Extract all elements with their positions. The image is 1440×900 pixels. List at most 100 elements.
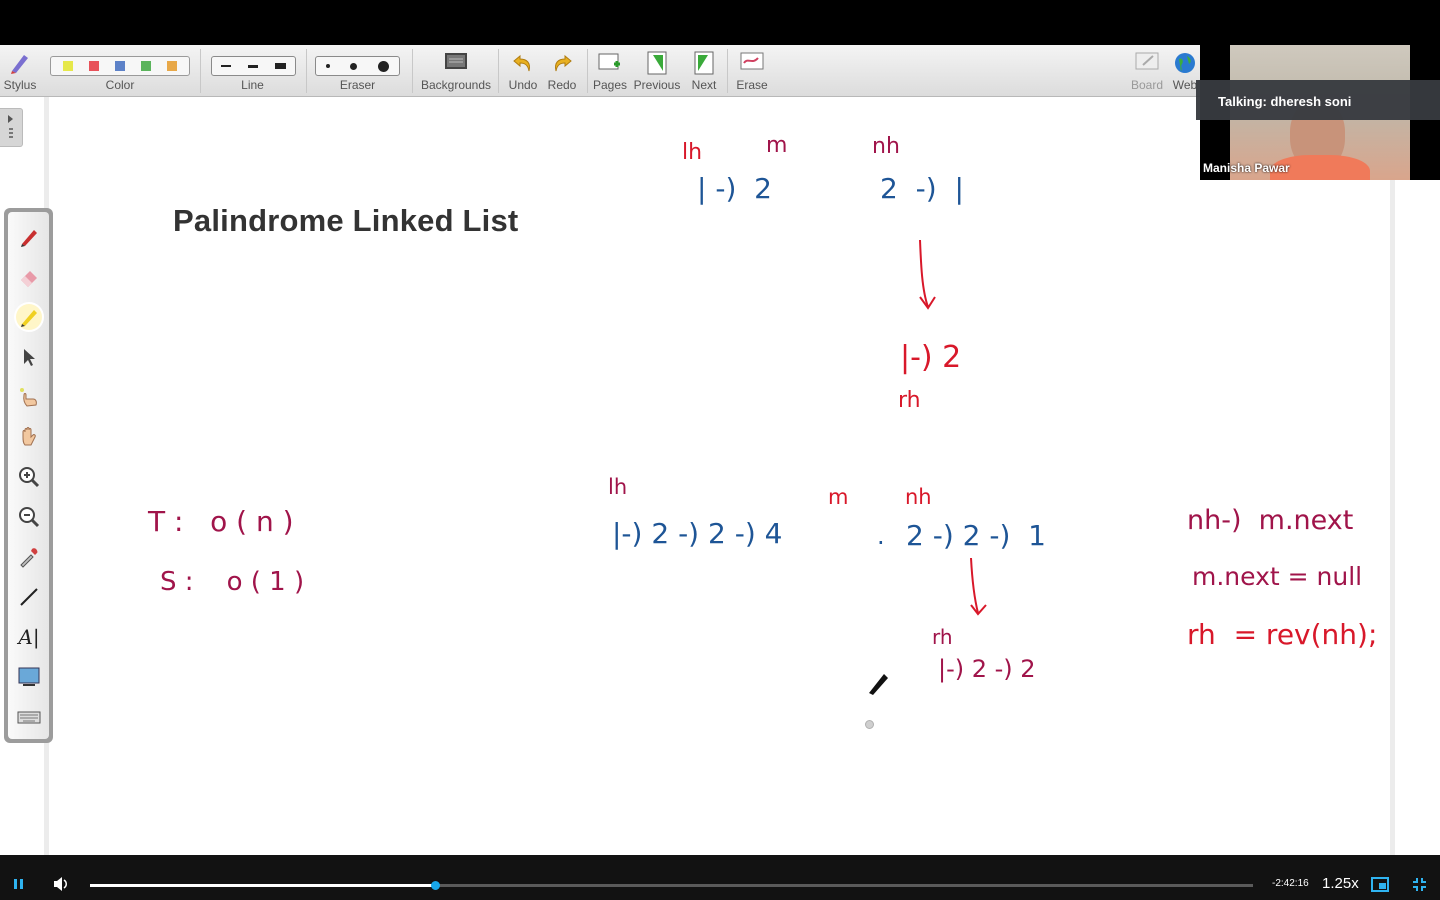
zoom-out-tool[interactable] [16, 504, 42, 530]
color-swatch-orange[interactable] [167, 61, 177, 71]
rh-label-bottom: rh [932, 625, 953, 649]
whiteboard-canvas[interactable] [0, 97, 1440, 855]
zoom-in-tool[interactable] [16, 464, 42, 490]
bottom-second-half: 2 -) 2 -) 1 [906, 519, 1046, 552]
next-button[interactable]: Next [686, 45, 722, 96]
highlighter-tool[interactable] [16, 304, 42, 330]
eraser-icon [21, 271, 37, 287]
line-thin-option[interactable] [220, 65, 231, 67]
step-1: nh-) m.next [1187, 505, 1354, 536]
color-swatches[interactable] [50, 56, 190, 76]
stylus-icon [11, 55, 28, 74]
pages-button[interactable]: Pages [591, 45, 629, 96]
toolbar-divider [200, 49, 201, 93]
backgrounds-icon [445, 53, 467, 69]
pages-icon [598, 53, 620, 70]
participant-shoulders [1270, 155, 1370, 180]
eyedropper-icon [20, 548, 38, 568]
pause-icon[interactable] [12, 877, 26, 891]
eraser-palette-tool[interactable] [16, 264, 42, 290]
tool-palette: A| [4, 208, 53, 743]
lh-label-bottom: lh [608, 475, 628, 499]
expand-arrow-icon [8, 115, 13, 138]
color-swatch-red[interactable] [89, 61, 99, 71]
line-draw-tool[interactable] [16, 584, 42, 610]
keyboard-icon [17, 711, 41, 724]
previous-button[interactable]: Previous [632, 45, 682, 96]
redo-button[interactable]: Redo [542, 45, 582, 96]
exit-fullscreen-icon[interactable] [1412, 877, 1427, 892]
nh-label-top: nh [872, 134, 900, 159]
seek-bar[interactable] [90, 881, 1253, 890]
step-2: m.next = null [1192, 562, 1363, 591]
eraser-large-option[interactable] [377, 60, 389, 72]
cursor-arrow-icon [24, 349, 35, 366]
toolbar-divider [727, 49, 728, 93]
redo-icon [555, 54, 572, 72]
screen-capture-icon [18, 667, 40, 686]
web-button[interactable]: Web [1170, 45, 1200, 96]
m-label-top: m [766, 133, 788, 158]
seek-bar-played [90, 884, 436, 887]
zoom-in-icon [19, 467, 40, 488]
talking-indicator: Talking: dheresh soni [1196, 80, 1440, 120]
line-width-selector[interactable] [211, 56, 296, 76]
top-left-list: | -) 2 [697, 172, 772, 205]
volume-icon[interactable] [52, 876, 70, 892]
color-picker-tool[interactable] [16, 544, 42, 570]
toolbar-divider [412, 49, 413, 93]
undo-button[interactable]: Undo [503, 45, 543, 96]
line-tool[interactable]: Line [205, 45, 300, 96]
top-reversed-list: |-) 2 [900, 340, 962, 375]
erase-button[interactable]: Erase [731, 45, 773, 96]
bottom-down-arrow [970, 557, 987, 616]
color-swatch-green[interactable] [141, 61, 151, 71]
canvas-right-edge [1390, 175, 1395, 855]
space-complexity: S : o ( 1 ) [160, 567, 305, 597]
bottom-reversed-list: |-) 2 -) 2 [938, 655, 1036, 683]
time-complexity: T : o ( n ) [148, 505, 294, 538]
undo-icon [513, 54, 530, 72]
text-a-icon: A| [18, 625, 40, 649]
hand-icon [22, 427, 36, 446]
color-swatch-blue[interactable] [115, 61, 125, 71]
board-button[interactable]: Board [1127, 45, 1167, 96]
toolbar-divider [587, 49, 588, 93]
stylus-tool[interactable]: Stylus [0, 45, 40, 96]
color-tool[interactable]: Color [45, 45, 195, 96]
highlighter-icon [21, 310, 37, 327]
keyboard-tool[interactable] [16, 704, 42, 730]
line-thick-option[interactable] [275, 63, 287, 69]
pen-tool[interactable] [16, 224, 42, 250]
eraser-small-option[interactable] [326, 64, 331, 68]
top-right-list: 2 -) | [880, 172, 964, 205]
select-tool[interactable] [16, 344, 42, 370]
whiteboard-toolbar: Stylus Color Line Eraser Backgrounds [0, 45, 1200, 97]
picture-in-picture-icon[interactable] [1371, 877, 1389, 892]
eraser-medium-option[interactable] [350, 62, 358, 70]
backgrounds-button[interactable]: Backgrounds [418, 45, 494, 96]
erase-page-icon [740, 52, 764, 70]
pan-hand-tool[interactable] [16, 424, 42, 450]
time-remaining: -2:42:16 [1272, 878, 1309, 889]
player-controls [0, 855, 1440, 900]
screen-capture-tool[interactable] [16, 664, 42, 690]
seek-knob[interactable] [431, 881, 441, 890]
step-3: rh = rev(nh); [1187, 618, 1378, 651]
pen-icon [21, 230, 37, 247]
top-black-bar [0, 0, 1440, 45]
color-swatch-yellow[interactable] [63, 61, 73, 71]
globe-icon [1175, 53, 1195, 73]
eraser-size-selector[interactable] [315, 56, 400, 76]
eraser-tool[interactable]: Eraser [310, 45, 405, 96]
zoom-out-icon [19, 507, 40, 528]
sidebar-toggle-tab[interactable] [0, 108, 23, 147]
pen-cursor-icon [869, 674, 888, 695]
line-medium-option[interactable] [247, 64, 258, 68]
text-tool[interactable]: A| [16, 624, 42, 650]
pointer-hand-tool[interactable] [16, 384, 42, 410]
split-dot: . [877, 522, 885, 550]
playback-speed-button[interactable]: 1.25x [1322, 875, 1359, 892]
next-page-icon [694, 51, 714, 75]
top-down-arrow [919, 239, 936, 310]
